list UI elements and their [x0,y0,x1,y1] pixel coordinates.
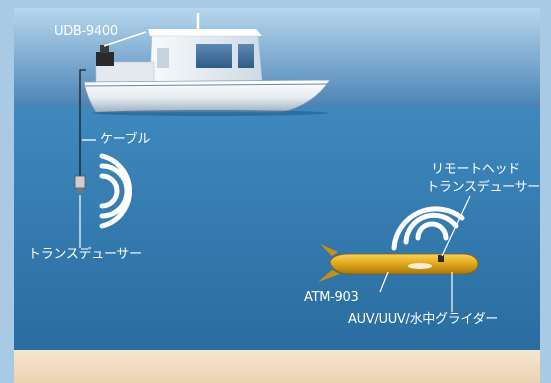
label-ship-transducer: トランスデューサー [28,247,142,262]
sea [14,108,540,354]
label-remote-head-1: リモートヘッド [431,162,520,177]
ship-transducer [74,175,86,193]
cable [79,69,86,178]
ship-sound-waves [99,153,133,229]
transceiver-pointer [103,31,147,47]
vehicle-sound-waves [391,206,465,251]
label-udb-9400: UDB-9400 [54,24,118,39]
label-remote-head-2: トランスデューサー [426,180,540,195]
label-atm-903: ATM-903 [304,290,359,305]
modem-pointer [379,271,389,293]
remote-head-pointer [441,195,471,257]
remote-head-transducer [438,255,444,262]
transceiver-unit [96,52,114,66]
label-cable: ケーブル [100,132,151,147]
label-vehicle: AUV/UUV/水中グライダー [348,312,498,327]
vehicle [318,244,479,282]
seabed [14,350,540,383]
boat [83,13,331,116]
